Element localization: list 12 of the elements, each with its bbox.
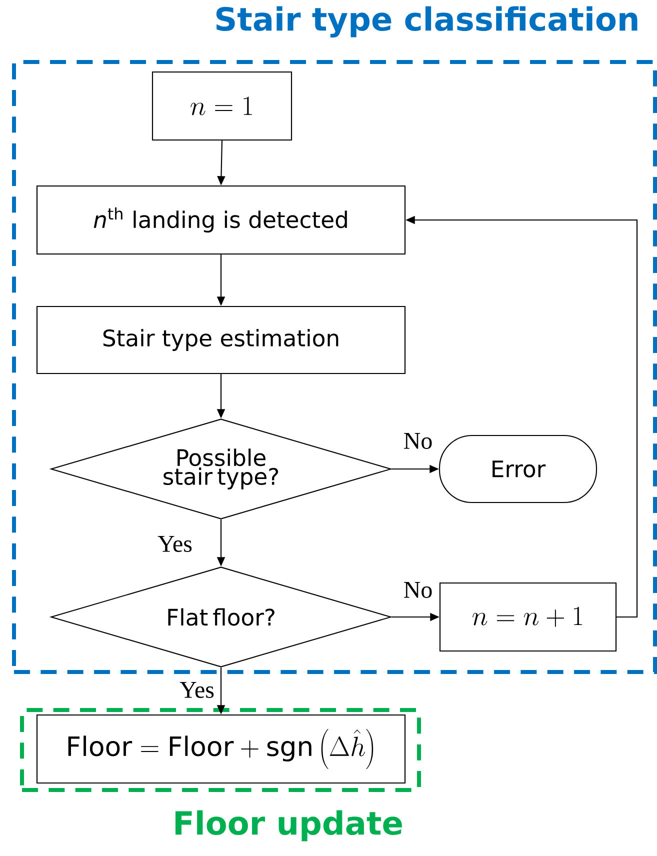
terminal-box: Error — [438, 434, 598, 504]
edge-label: Yes — [156, 534, 194, 554]
process-box: n$^{th}$ landing is detected — [36, 185, 406, 255]
node-label: Floor update — [175, 810, 402, 842]
node-label: Stair type classification — [216, 6, 638, 38]
process-box: $n = 1$ — [152, 71, 292, 141]
process-box: $n = n + 1$ — [439, 582, 617, 652]
edge-label: No — [402, 432, 434, 450]
process-box: Stair type estimation — [36, 306, 406, 374]
edge-label: No — [402, 580, 434, 600]
process-box: $\mathrm{Floor} = \mathrm{Floor} + \mathrm{sgn}\left(\Delta\hat{h}\right)$ — [36, 714, 406, 784]
edge-label: Yes — [178, 680, 216, 700]
